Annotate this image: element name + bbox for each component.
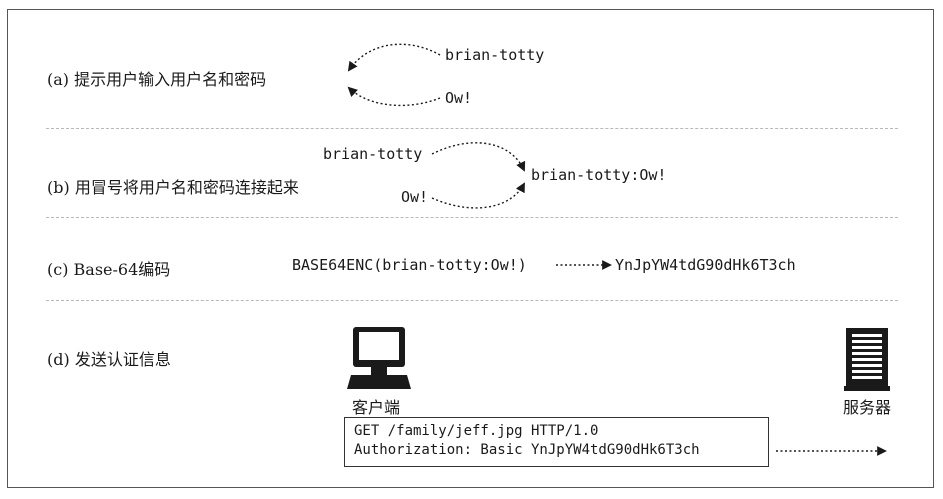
step-d-label: (d) 发送认证信息 [47, 350, 171, 369]
step-b-username: brian-totty [323, 145, 423, 163]
step-b-label: (b) 用冒号将用户名和密码连接起来 [47, 178, 299, 197]
computer-icon [347, 327, 411, 389]
step-c-label: (c) Base-64编码 [47, 260, 171, 279]
server-label: 服务器 [843, 398, 892, 417]
divider-ab [46, 128, 898, 129]
step-b-combined: brian-totty:Ow! [531, 166, 667, 184]
server-icon [844, 328, 890, 391]
arrow-b-password [431, 182, 525, 209]
step-c-input: BASE64ENC(brian-totty:Ow!) [292, 256, 527, 274]
request-box: GET /family/jeff.jpg HTTP/1.0 Authorizat… [344, 417, 769, 467]
authorization-header: Authorization: Basic YnJpYW4tdG90dHk6T3c… [354, 442, 700, 458]
request-line: GET /family/jeff.jpg HTTP/1.0 [354, 423, 599, 439]
step-b-password: Ow! [401, 188, 429, 206]
arrow-a-password [347, 86, 441, 107]
divider-cd [46, 300, 898, 301]
client-label: 客户端 [352, 398, 401, 417]
step-a-password: Ow! [445, 89, 473, 107]
step-c-output: YnJpYW4tdG90dHk6T3ch [615, 256, 796, 274]
figure-frame [7, 9, 934, 488]
step-a-label: (a) 提示用户输入用户名和密码 [47, 70, 267, 89]
arrow-b-username [431, 142, 526, 172]
arrow-a-username [347, 43, 441, 72]
divider-bc [46, 217, 898, 218]
step-a-username: brian-totty [445, 46, 545, 64]
